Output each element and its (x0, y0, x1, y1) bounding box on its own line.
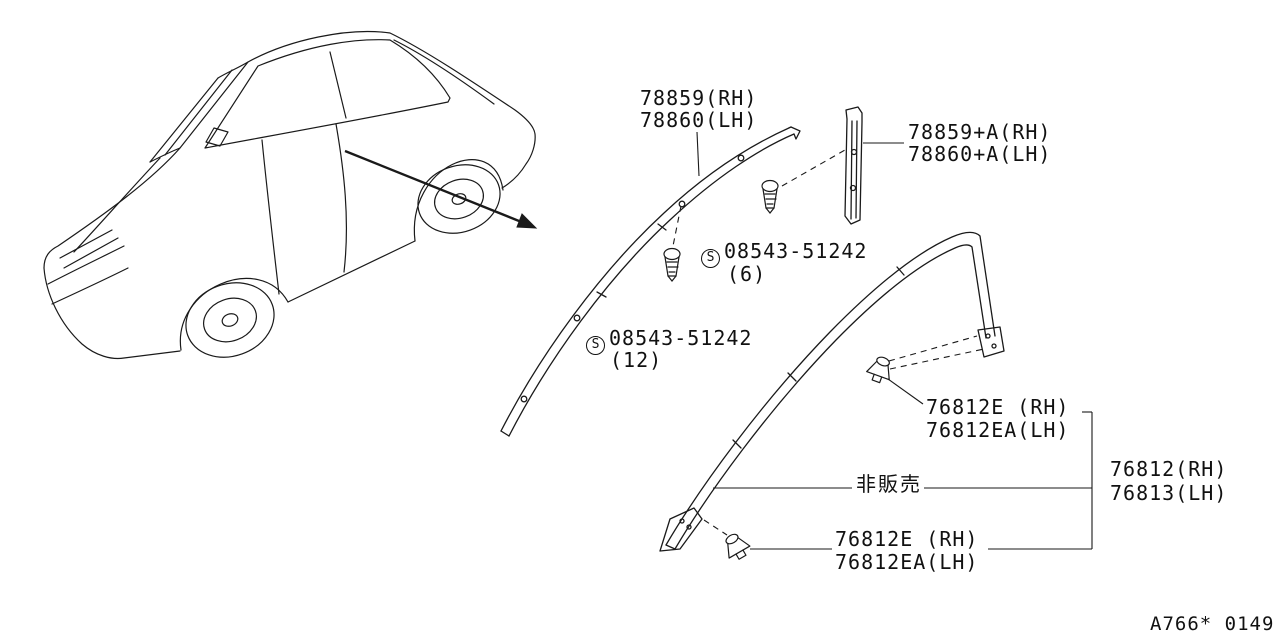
car-illustration (43, 30, 536, 360)
label-roof-molding-rh: 78859(RH) (640, 86, 758, 110)
diagram-code: A766* 0149 (1150, 613, 1275, 635)
screw-lower-number: 08543-51242 (609, 326, 753, 350)
label-weatherstrip-rh: 76812(RH) (1110, 457, 1228, 481)
door-weatherstrip-drawing (659, 231, 1005, 552)
roof-molding-rear-drawing (844, 106, 863, 225)
label-clip-upper-rh: 76812E (RH) (926, 395, 1070, 419)
label-roof-molding-rear-rh: 78859+A(RH) (908, 120, 1052, 144)
screw-upper-icon (761, 179, 779, 214)
label-clip-upper-lh: 76812EA(LH) (926, 418, 1070, 442)
location-arrow-icon (344, 149, 538, 229)
leader-lines (696, 131, 1093, 550)
label-clip-lower-rh: 76812E (RH) (835, 527, 979, 551)
clip-upper-icon (866, 356, 890, 384)
label-screw-lower-qty: (12) (610, 348, 663, 372)
standard-part-icon: S (586, 336, 605, 355)
label-roof-molding-lh: 78860(LH) (640, 108, 758, 132)
label-weatherstrip-lh: 76813(LH) (1110, 481, 1228, 505)
label-clip-lower-lh: 76812EA(LH) (835, 550, 979, 574)
screw-upper-number: 08543-51242 (724, 239, 868, 263)
dashed-assembly-lines (672, 149, 985, 536)
label-not-for-sale: 非販売 (856, 472, 922, 496)
label-screw-upper-qty: (6) (727, 262, 767, 286)
label-roof-molding-rear-lh: 78860+A(LH) (908, 142, 1052, 166)
standard-part-icon: S (701, 249, 720, 268)
screw-lower-icon (663, 247, 681, 282)
clip-lower-icon (725, 533, 751, 560)
roof-molding-drawing (500, 126, 801, 437)
